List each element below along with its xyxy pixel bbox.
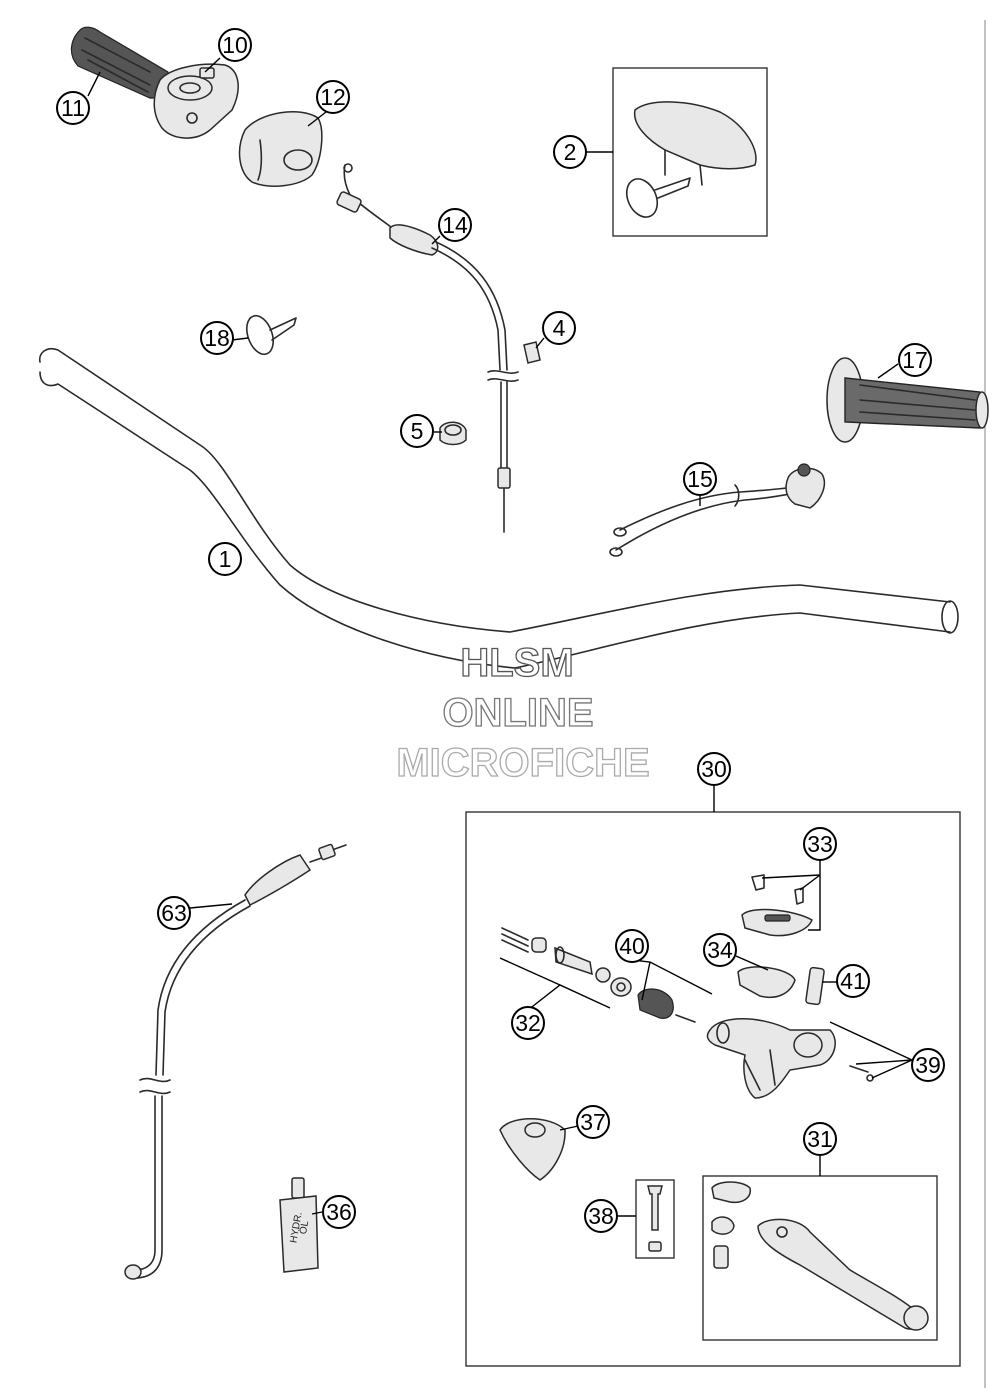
- lever-guard: [499, 1118, 566, 1181]
- master-cylinder-body: [706, 1018, 836, 1099]
- dust-boot: [637, 988, 696, 1023]
- callout-33: 33: [803, 827, 837, 861]
- svg-text:34: 34: [707, 937, 733, 963]
- watermark: HLSM ONLINE MICROFICHE: [396, 640, 651, 785]
- svg-text:39: 39: [915, 1052, 941, 1078]
- hydraulic-hose: [124, 843, 347, 1280]
- callout-34: 34: [703, 933, 737, 967]
- callout-39: 39: [911, 1048, 945, 1082]
- left-grip: [826, 357, 989, 443]
- callout-14: 14: [438, 208, 472, 242]
- svg-text:5: 5: [411, 418, 424, 444]
- reservoir-diaphragm: [737, 966, 796, 999]
- svg-text:15: 15: [687, 466, 713, 492]
- svg-text:36: 36: [326, 1199, 352, 1225]
- svg-text:12: 12: [320, 84, 346, 110]
- throttle-cable: [336, 163, 519, 533]
- svg-text:4: 4: [553, 315, 566, 341]
- svg-text:33: 33: [807, 831, 833, 857]
- oil-label-line-2: ÖL: [297, 1219, 311, 1235]
- callout-10: 10: [218, 28, 252, 62]
- hydraulic-oil-bottle: HYDR. ÖL: [279, 1177, 319, 1273]
- pivot-bolt: [647, 1185, 663, 1252]
- callout-63: 63: [157, 896, 191, 930]
- callout-38: 38: [584, 1199, 618, 1233]
- throttle-grip: [70, 26, 169, 99]
- part-38-box: [635, 1179, 675, 1259]
- callout-2: 2: [553, 135, 587, 169]
- callout-18: 18: [200, 321, 234, 355]
- callout-4: 4: [542, 311, 576, 345]
- master-cylinder-box: [465, 811, 961, 1367]
- handlebar-pad-cover: [633, 101, 757, 186]
- svg-text:31: 31: [807, 1126, 833, 1152]
- svg-text:38: 38: [588, 1203, 614, 1229]
- svg-text:2: 2: [564, 139, 577, 165]
- callout-5: 5: [400, 414, 434, 448]
- callout-41: 41: [836, 964, 870, 998]
- handlebar: [38, 347, 959, 669]
- svg-text:14: 14: [442, 212, 468, 238]
- watermark-line-1: HLSM: [460, 641, 573, 685]
- svg-text:17: 17: [902, 347, 928, 373]
- svg-text:1: 1: [219, 546, 232, 572]
- callout-36: 36: [322, 1195, 356, 1229]
- callout-11: 11: [56, 91, 90, 125]
- cable-tie-18: [246, 314, 297, 356]
- brake-lever: [711, 1181, 929, 1331]
- callout-1: 1: [208, 542, 242, 576]
- cable-clip: [439, 421, 467, 446]
- svg-text:32: 32: [515, 1010, 541, 1036]
- adjuster-pin: [805, 966, 825, 1006]
- callout-32: 32: [511, 1006, 545, 1040]
- throttle-housing: [153, 63, 239, 139]
- cable-tie: [625, 177, 691, 218]
- svg-text:11: 11: [61, 95, 85, 121]
- oil-label-line-1: HYDR.: [288, 1211, 304, 1244]
- callout-37: 37: [576, 1105, 610, 1139]
- callout-40: 40: [615, 929, 649, 963]
- callout-31: 31: [803, 1122, 837, 1156]
- callout-12: 12: [316, 80, 350, 114]
- svg-text:18: 18: [204, 325, 230, 351]
- watermark-line-2: ONLINE: [442, 691, 593, 735]
- svg-text:37: 37: [580, 1109, 606, 1135]
- reservoir-cover-screws: [741, 874, 813, 937]
- callout-30: 30: [697, 752, 731, 786]
- svg-text:40: 40: [619, 933, 645, 959]
- watermark-line-3: MICROFICHE: [396, 741, 649, 785]
- svg-text:63: 63: [161, 900, 187, 926]
- leader-lines: [87, 57, 913, 1217]
- callout-15: 15: [683, 462, 717, 496]
- svg-text:41: 41: [840, 968, 866, 994]
- svg-text:30: 30: [701, 756, 727, 782]
- piston-kit: [501, 927, 632, 997]
- callout-17: 17: [898, 343, 932, 377]
- kill-switch: [609, 463, 826, 557]
- svg-text:10: 10: [222, 32, 248, 58]
- pivot-pin: [849, 1065, 874, 1082]
- throttle-cover: [238, 111, 323, 187]
